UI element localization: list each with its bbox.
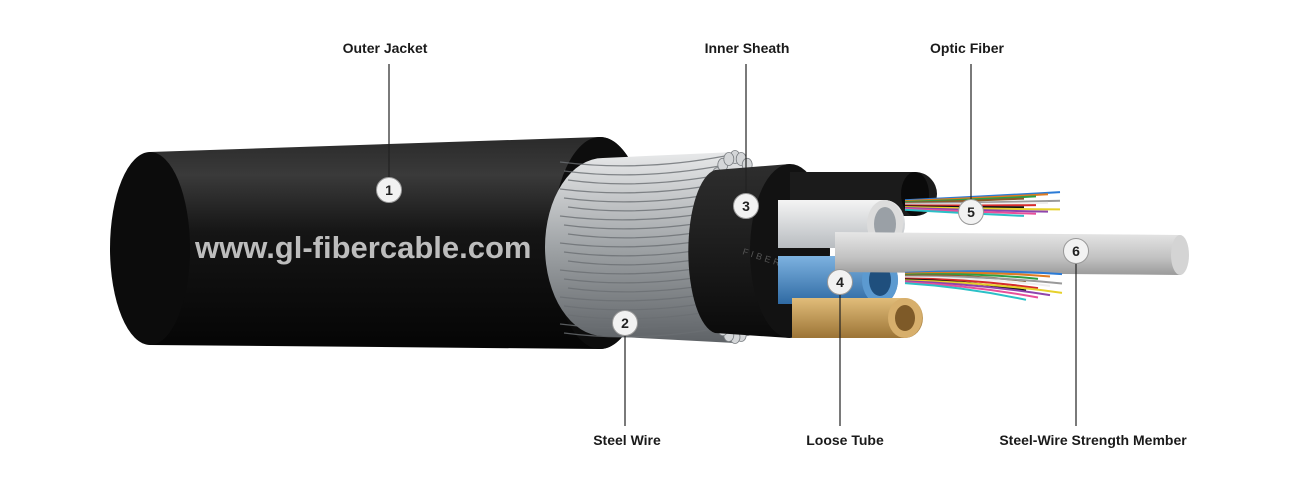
callout-number: 6 <box>1072 243 1080 259</box>
label-outer-jacket: Outer Jacket <box>342 40 428 56</box>
callout-number: 5 <box>967 204 975 220</box>
watermark-text: www.gl-fibercable.com <box>194 230 531 265</box>
label-loose-tube: Loose Tube <box>806 432 884 448</box>
strength-member-rod <box>835 232 1189 275</box>
loose-tube-tan <box>792 298 923 338</box>
callout-number: 3 <box>742 198 750 214</box>
callout-badge-2: 2 <box>612 310 638 336</box>
callout-number: 2 <box>621 315 629 331</box>
label-optic-fiber: Optic Fiber <box>930 40 1004 56</box>
callout-number: 1 <box>385 182 393 198</box>
callout-badge-1: 1 <box>376 177 402 203</box>
callout-badge-3: 3 <box>733 193 759 219</box>
callout-number: 4 <box>836 274 844 290</box>
callout-badge-5: 5 <box>958 199 984 225</box>
callout-badge-6: 6 <box>1063 238 1089 264</box>
label-inner-sheath: Inner Sheath <box>704 40 790 56</box>
label-steel-wire-strength-member: Steel-Wire Strength Member <box>999 432 1187 448</box>
label-steel-wire: Steel Wire <box>593 432 661 448</box>
leader-lines <box>388 64 1077 426</box>
callout-badge-4: 4 <box>827 269 853 295</box>
